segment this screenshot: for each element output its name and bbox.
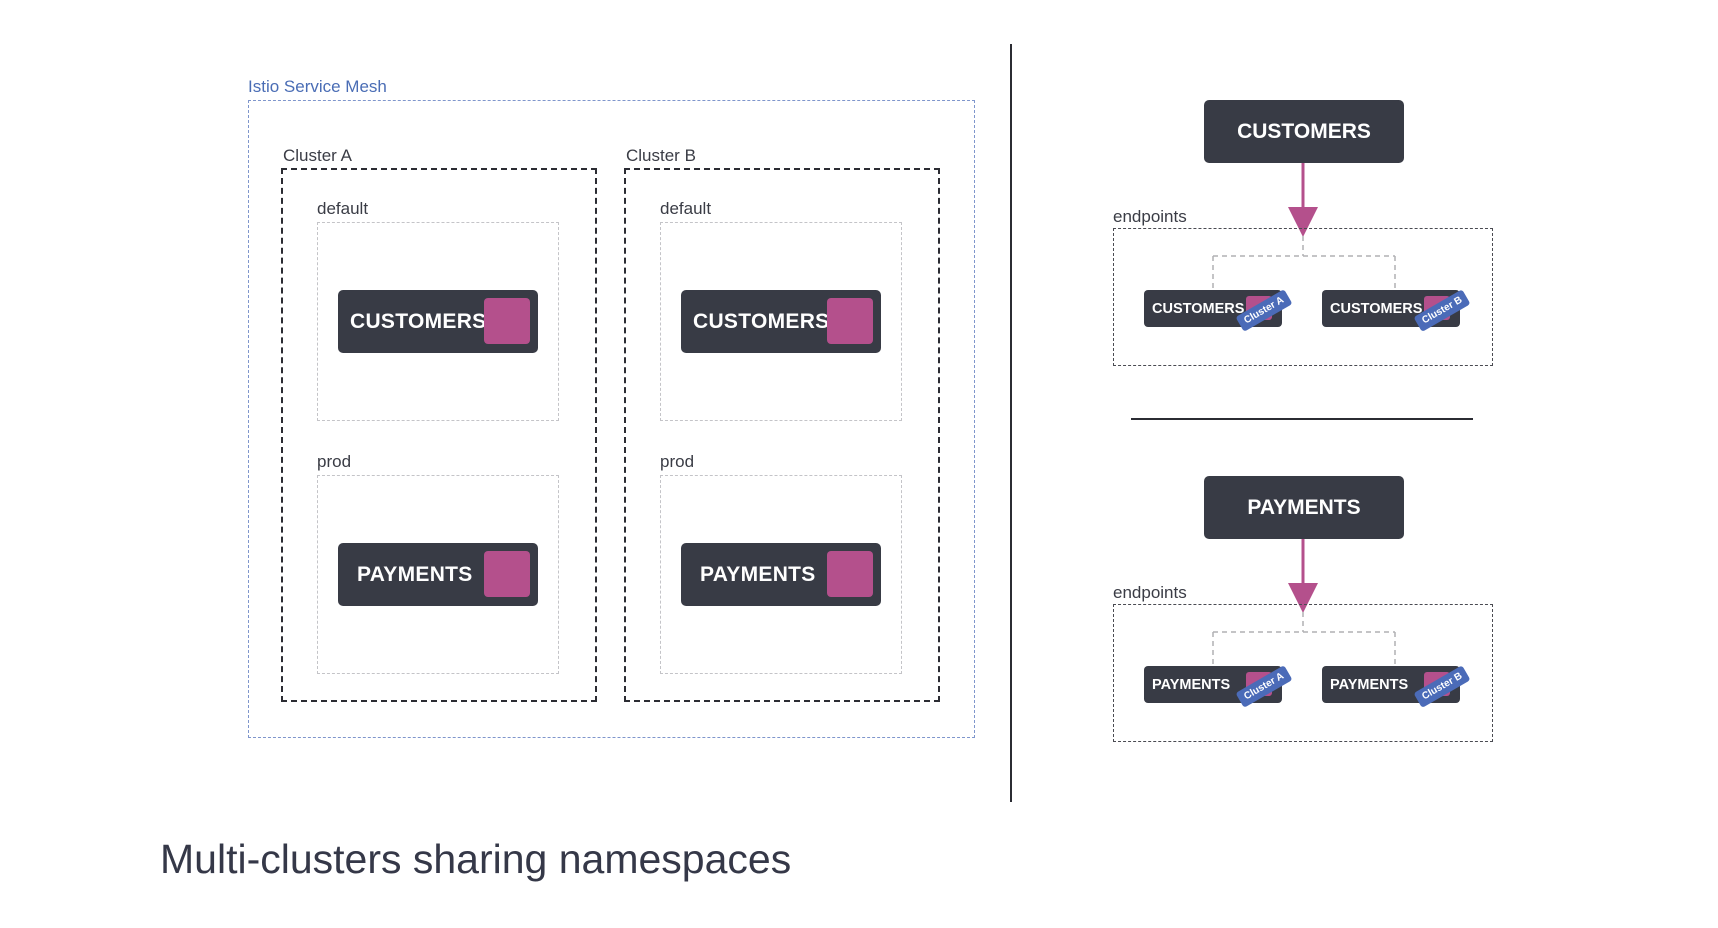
customers-service-main[interactable]: CUSTOMERS bbox=[1204, 100, 1404, 163]
payments-service-main[interactable]: PAYMENTS bbox=[1204, 476, 1404, 539]
cluster-b-prod-label: prod bbox=[660, 452, 695, 471]
cluster-b-default-label: default bbox=[660, 199, 712, 218]
payments-endpoints-label: endpoints bbox=[1113, 583, 1187, 602]
cluster-b-label: Cluster B bbox=[626, 146, 696, 165]
payments-endpoint-cluster-a[interactable]: PAYMENTS Cluster A bbox=[1144, 665, 1293, 708]
service-square-icon bbox=[484, 298, 530, 344]
endpoint-name: CUSTOMERS bbox=[1330, 300, 1423, 317]
customers-endpoints-label: endpoints bbox=[1113, 207, 1187, 226]
customers-endpoint-cluster-a[interactable]: CUSTOMERS Cluster A bbox=[1144, 289, 1293, 332]
cluster-a-prod-label: prod bbox=[317, 452, 352, 471]
cluster-a-payments-service[interactable]: PAYMENTS bbox=[338, 543, 538, 606]
cluster-b-prod-namespace bbox=[660, 475, 902, 674]
cluster-a-box bbox=[281, 168, 597, 702]
horizontal-divider bbox=[1131, 418, 1473, 420]
service-square-icon bbox=[484, 551, 530, 597]
cluster-a-prod-namespace bbox=[317, 475, 559, 674]
cluster-a-label: Cluster A bbox=[283, 146, 352, 165]
cluster-b-payments-service[interactable]: PAYMENTS bbox=[681, 543, 881, 606]
service-name: PAYMENTS bbox=[357, 562, 473, 586]
endpoint-name: CUSTOMERS bbox=[1152, 300, 1245, 317]
cluster-b-customers-service[interactable]: CUSTOMERS bbox=[681, 290, 881, 353]
endpoint-name: PAYMENTS bbox=[1152, 676, 1231, 693]
service-name: CUSTOMERS bbox=[693, 309, 830, 333]
cluster-b-box bbox=[624, 168, 940, 702]
cluster-a-default-namespace bbox=[317, 222, 559, 421]
mesh-label: Istio Service Mesh bbox=[248, 77, 387, 96]
cluster-b-default-namespace bbox=[660, 222, 902, 421]
service-name: CUSTOMERS bbox=[350, 309, 487, 333]
payments-endpoint-cluster-b[interactable]: PAYMENTS Cluster B bbox=[1322, 665, 1471, 708]
service-square-icon bbox=[827, 551, 873, 597]
payments-endpoints-box bbox=[1113, 604, 1493, 742]
service-mesh-boundary bbox=[248, 100, 975, 738]
service-square-icon bbox=[827, 298, 873, 344]
service-name: PAYMENTS bbox=[700, 562, 816, 586]
vertical-divider bbox=[1010, 44, 1012, 802]
customers-endpoint-connector bbox=[1212, 236, 1396, 290]
customers-endpoint-cluster-b[interactable]: CUSTOMERS Cluster B bbox=[1322, 289, 1471, 332]
cluster-a-default-label: default bbox=[317, 199, 369, 218]
payments-endpoint-connector bbox=[1212, 612, 1396, 666]
customers-endpoints-box bbox=[1113, 228, 1493, 366]
slide-caption: Multi-clusters sharing namespaces bbox=[160, 836, 792, 882]
endpoint-name: PAYMENTS bbox=[1330, 676, 1409, 693]
cluster-a-customers-service[interactable]: CUSTOMERS bbox=[338, 290, 538, 353]
